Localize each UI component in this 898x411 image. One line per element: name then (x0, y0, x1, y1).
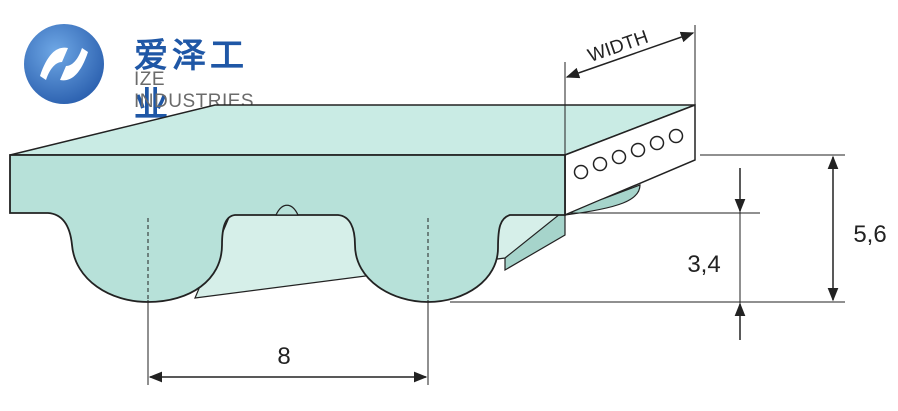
logo-icon (24, 24, 104, 104)
belt-nub (275, 204, 299, 216)
total-height-label: 5,6 (853, 221, 886, 248)
brand-name-cn: 爱泽工业 (134, 36, 248, 125)
belt-front-profile (9, 154, 566, 303)
tooth-height-label: 3,4 (687, 251, 720, 278)
pitch-label: 8 (277, 343, 290, 370)
width-arrow (565, 31, 695, 79)
width-label: WIDTH (585, 27, 651, 67)
tension-cords (573, 128, 684, 180)
